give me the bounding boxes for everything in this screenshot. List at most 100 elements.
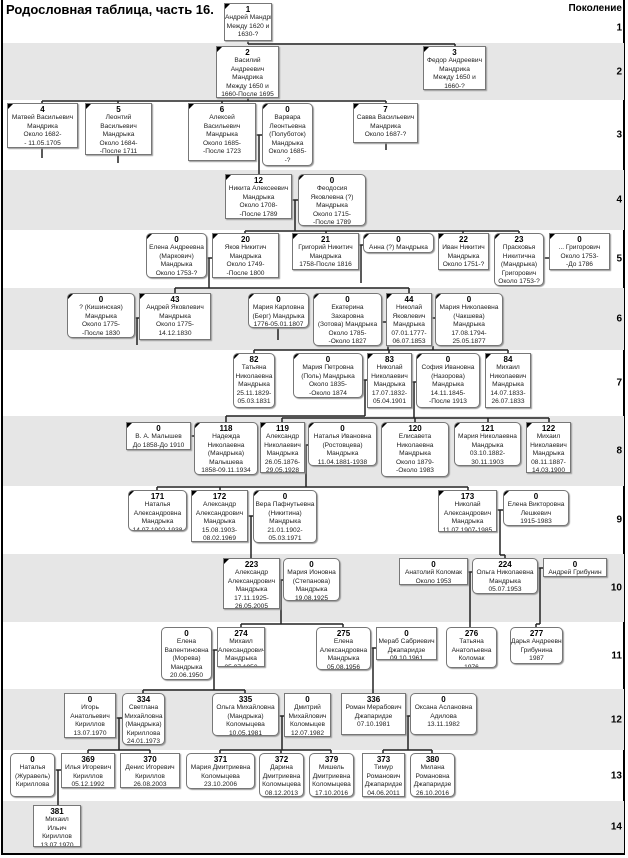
- person-info-line: Романовна: [415, 772, 450, 780]
- person-number: 0: [329, 176, 335, 185]
- generation-number: 13: [610, 770, 622, 781]
- person-info-line: Анатолий Коломак: [404, 569, 463, 576]
- person-info-line: 1987: [529, 655, 544, 662]
- person-info-line: 11.04.1881-1938: [317, 458, 368, 466]
- person-info-line: 03.10.1882-: [469, 450, 506, 457]
- person-info-line: Мандрыка: [235, 586, 268, 593]
- person-info-line: Около 1753-?: [155, 269, 198, 277]
- person-info-line: -До 1786: [566, 261, 593, 268]
- person-info-line: 26.08.2003: [133, 781, 167, 788]
- person-number: 172: [212, 492, 227, 501]
- person-info-line: 13.11.1982: [427, 721, 460, 728]
- person-info-line: Мандрика: [370, 122, 401, 130]
- person-number: 22: [459, 235, 468, 244]
- person-info-line: Ольга Михайловна: [216, 704, 275, 711]
- corner-marker-icon: [147, 234, 152, 239]
- person-info-line: Оксана Аслановна: [414, 704, 473, 711]
- person-info-line: 13.07.1970: [40, 841, 74, 847]
- person-info-line: Мандрыка: [316, 202, 348, 209]
- generation-number: 8: [616, 445, 622, 457]
- person-info-line: Коломыцев: [289, 721, 326, 728]
- person-info-line: Николай: [454, 501, 481, 508]
- person-info-line: 14.12.1830: [158, 329, 192, 337]
- person-info-line: -Около 1827: [328, 338, 367, 345]
- person-info-line: Коломыцева: [226, 721, 265, 728]
- person-info-line: Михайлович: [288, 712, 327, 720]
- corner-marker-icon: [263, 104, 268, 109]
- person-number: 23: [514, 235, 524, 244]
- person-info-line: Дарья Андреевна: [511, 638, 563, 645]
- corner-marker-icon: [234, 354, 239, 359]
- person-info-line: Около 1775-: [156, 321, 194, 328]
- person-info-line: Леонтий: [105, 114, 132, 121]
